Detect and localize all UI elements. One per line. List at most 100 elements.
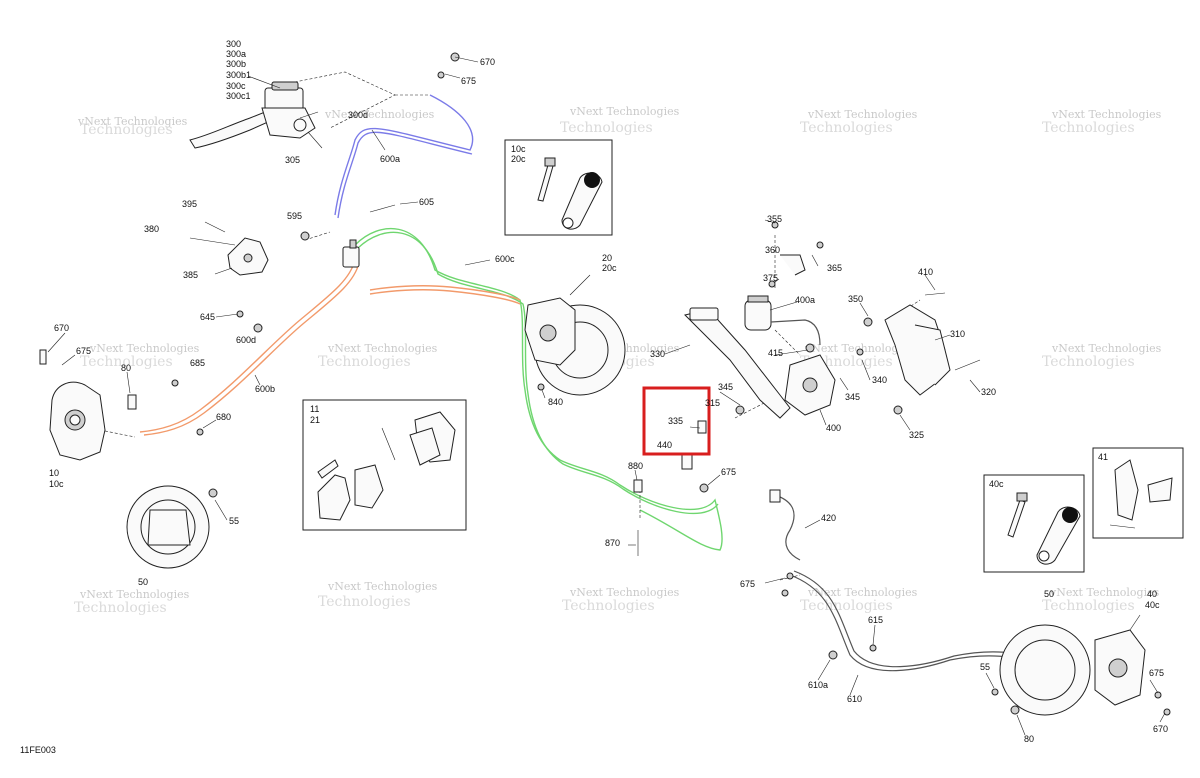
callout-305[interactable]: 305 (285, 155, 300, 165)
leader-lines (47, 56, 1166, 736)
brake-line-600a[interactable] (334, 94, 474, 216)
callout-600c[interactable]: 600c (495, 254, 515, 264)
callout-360[interactable]: 360 (765, 245, 780, 255)
callout-675-far[interactable]: 675 (1149, 668, 1164, 678)
callout-410[interactable]: 410 (918, 267, 933, 277)
callout-840[interactable]: 840 (548, 397, 563, 407)
callout-20[interactable]: 20 (602, 253, 612, 263)
callout-345-b[interactable]: 345 (845, 392, 860, 402)
inset-label: 21 (310, 415, 320, 425)
callout-20c[interactable]: 20c (602, 263, 617, 273)
callout-685[interactable]: 685 (190, 358, 205, 368)
front-master-cylinder[interactable] (189, 81, 323, 149)
callout-675[interactable]: 675 (461, 76, 476, 86)
callout-670-left[interactable]: 670 (54, 323, 69, 333)
watermark-text: Technologies (560, 120, 653, 136)
inset-front-bleeder[interactable]: 10c 20c (504, 139, 613, 236)
callout-355[interactable]: 355 (767, 214, 782, 224)
callout-670-far[interactable]: 670 (1153, 724, 1168, 734)
callout-50-left[interactable]: 50 (138, 577, 148, 587)
callout-300c1[interactable]: 300c1 (226, 91, 251, 101)
callout-10c[interactable]: 10c (49, 479, 64, 489)
inset-rear-pads[interactable]: 41 (1092, 447, 1184, 539)
callout-300[interactable]: 300 (226, 39, 241, 49)
callout-40c[interactable]: 40c (1145, 600, 1160, 610)
callout-10[interactable]: 10 (49, 468, 59, 478)
callout-675-left[interactable]: 675 (76, 346, 91, 356)
brake-line-600d[interactable] (369, 285, 521, 301)
callout-440[interactable]: 440 (657, 440, 672, 450)
callout-340[interactable]: 340 (872, 375, 887, 385)
fasteners (171, 52, 1171, 716)
watermark-text: vNext Technologies (804, 342, 915, 355)
front-right-caliper[interactable] (524, 297, 626, 396)
inset-front-pads[interactable]: 11 21 (302, 399, 467, 531)
rear-brake-disc[interactable] (999, 624, 1091, 716)
callout-595[interactable]: 595 (287, 211, 302, 221)
callout-300b[interactable]: 300b (226, 59, 246, 69)
inset-label: 10c (511, 144, 526, 154)
inset-rear-bleeder[interactable]: 40c (983, 474, 1085, 573)
callout-600a[interactable]: 600a (380, 154, 400, 164)
callout-610a[interactable]: 610a (808, 680, 828, 690)
watermark-text: vNext Technologies (1051, 342, 1162, 355)
callout-400[interactable]: 400 (826, 423, 841, 433)
callout-80-right[interactable]: 80 (1024, 734, 1034, 744)
callout-40[interactable]: 40 (1147, 589, 1157, 599)
callout-300a[interactable]: 300a (226, 49, 246, 59)
inset-label: 11 (310, 404, 319, 414)
callout-675-r[interactable]: 675 (740, 579, 755, 589)
inset-label: 41 (1098, 452, 1108, 462)
callout-345-a[interactable]: 345 (718, 382, 733, 392)
distribution-block[interactable] (342, 239, 360, 268)
callout-80-left[interactable]: 80 (121, 363, 131, 373)
brake-pedal-330[interactable] (684, 307, 791, 419)
callout-315[interactable]: 315 (705, 398, 720, 408)
callout-55-left[interactable]: 55 (229, 516, 239, 526)
callout-320[interactable]: 320 (981, 387, 996, 397)
rear-caliper[interactable] (1094, 629, 1146, 706)
callout-330[interactable]: 330 (650, 349, 665, 359)
callout-420[interactable]: 420 (821, 513, 836, 523)
master-cylinder-400[interactable] (744, 295, 836, 416)
callout-310[interactable]: 310 (950, 329, 965, 339)
callout-880[interactable]: 880 (628, 461, 643, 471)
callout-415[interactable]: 415 (768, 348, 783, 358)
callout-380[interactable]: 380 (144, 224, 159, 234)
bracket-310[interactable] (884, 304, 951, 396)
callout-335[interactable]: 335 (668, 416, 683, 426)
callout-400a[interactable]: 400a (795, 295, 815, 305)
callout-385[interactable]: 385 (183, 270, 198, 280)
callout-600d[interactable]: 600d (236, 335, 256, 345)
callout-675-mid[interactable]: 675 (721, 467, 736, 477)
callout-600b[interactable]: 600b (255, 384, 275, 394)
callout-325[interactable]: 325 (909, 430, 924, 440)
callout-670[interactable]: 670 (480, 57, 495, 67)
callout-605[interactable]: 605 (419, 197, 434, 207)
watermark-text: Technologies (318, 594, 411, 610)
brake-line-600d (369, 289, 521, 305)
callout-labels: 300 300a 300b 300b1 300c 300c1 300d 305 … (49, 39, 1168, 744)
callout-680[interactable]: 680 (216, 412, 231, 422)
front-left-caliper[interactable] (39, 349, 137, 461)
bracket-385[interactable] (189, 221, 269, 276)
wheel-speed-sensor-420[interactable] (769, 489, 801, 561)
drawing-code: 11FE003 (20, 745, 56, 755)
callout-50-right[interactable]: 50 (1044, 589, 1054, 599)
callout-55-right[interactable]: 55 (980, 662, 990, 672)
callout-610[interactable]: 610 (847, 694, 862, 704)
callout-300d[interactable]: 300d (348, 110, 368, 120)
brake-line-600c[interactable] (354, 227, 723, 551)
callout-350[interactable]: 350 (848, 294, 863, 304)
callout-365[interactable]: 365 (827, 263, 842, 273)
callout-395[interactable]: 395 (182, 199, 197, 209)
callout-300c[interactable]: 300c (226, 81, 246, 91)
callout-375[interactable]: 375 (763, 273, 778, 283)
front-left-brake-disc[interactable] (126, 485, 210, 569)
brake-line-600b[interactable] (139, 259, 356, 433)
callout-870[interactable]: 870 (605, 538, 620, 548)
callout-645[interactable]: 645 (200, 312, 215, 322)
callout-615[interactable]: 615 (868, 615, 883, 625)
watermark-text: vNext Technologies (324, 108, 435, 121)
callout-300b1[interactable]: 300b1 (226, 70, 251, 80)
